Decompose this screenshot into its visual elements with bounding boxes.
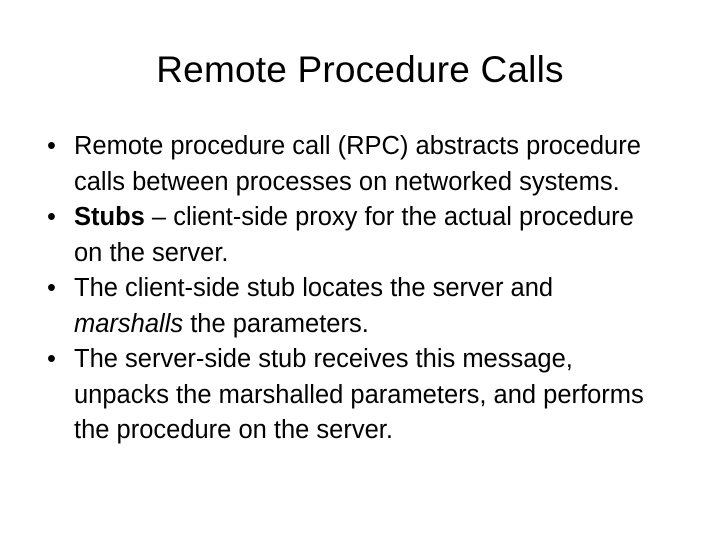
bullet-point-icon: • [47,132,56,160]
list-item-text: – client-side proxy for the actual proce… [74,203,634,267]
list-item-text-tail: the parameters. [183,309,369,338]
list-item-text-italic: marshalls [74,309,184,338]
bullet-point-icon: • [47,274,56,302]
list-item-text: The server-side stub receives this messa… [74,345,644,444]
list-item: • Remote procedure call (RPC) abstracts … [38,129,658,200]
list-item-text: Remote procedure call (RPC) abstracts pr… [74,132,641,196]
list-item: • The client-side stub locates the serve… [38,271,658,342]
list-item: • The server-side stub receives this mes… [38,342,658,449]
bullet-point-icon: • [47,203,56,231]
list-item: • Stubs – client-side proxy for the actu… [38,200,658,271]
bullet-list: • Remote procedure call (RPC) abstracts … [38,129,658,449]
list-item-text-emphasis: Stubs [74,203,145,231]
page-title: Remote Procedure Calls [156,49,564,90]
bullet-point-icon: • [47,345,56,373]
list-item-text: The client-side stub locates the server … [74,274,554,302]
